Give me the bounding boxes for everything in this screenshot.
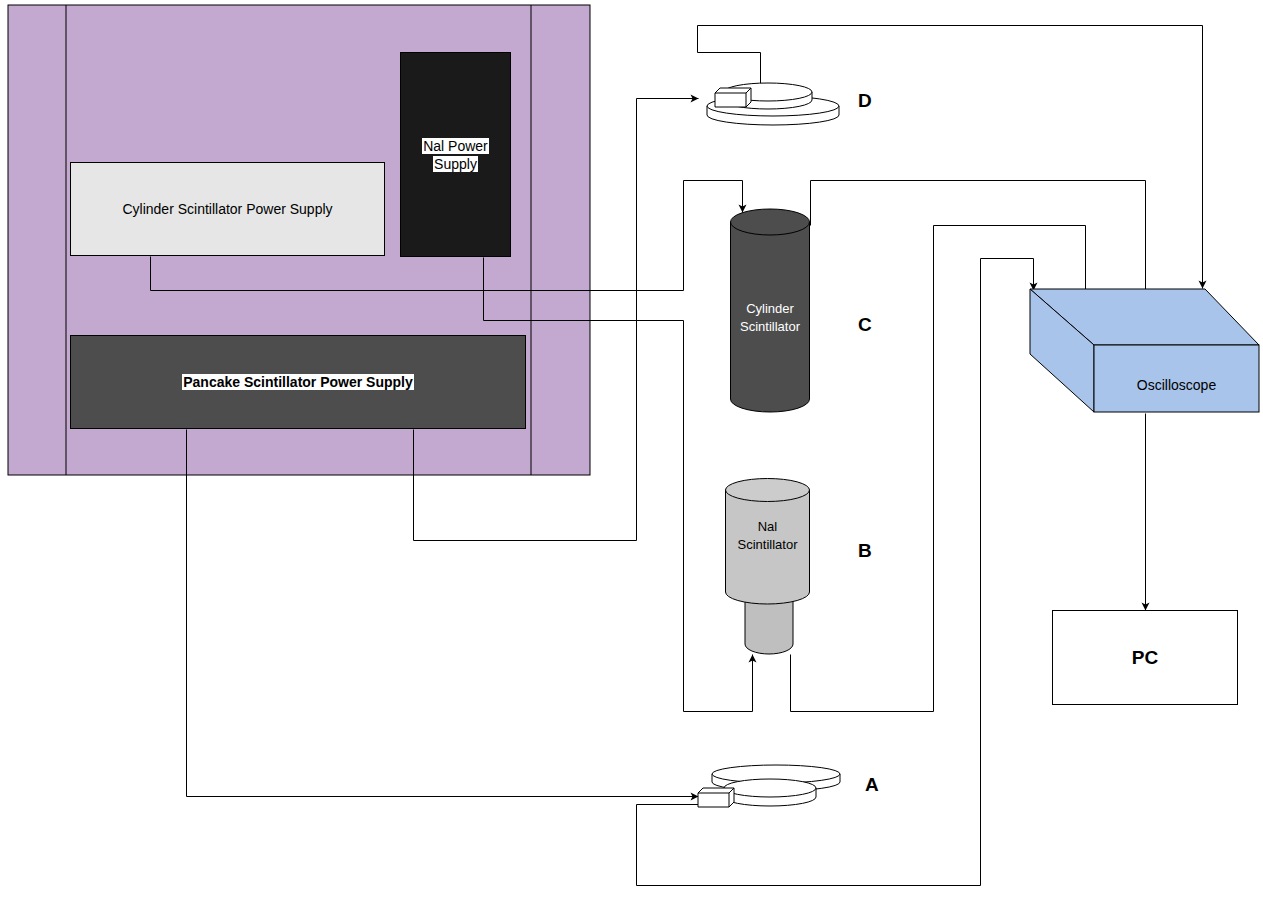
detector-letter: B (858, 540, 872, 562)
pancake-shape (698, 762, 843, 814)
cable-connector (414, 99, 699, 541)
rack-rail (66, 5, 67, 475)
detector-letter: A (865, 774, 879, 796)
cylinder-scintillator: Cylinder ScintillatorC (730, 208, 810, 413)
detector-label: Cylinder Scintillator (730, 300, 810, 336)
power-supply-label: Cylinder Scintillator Power Supply (122, 200, 332, 218)
rack-rail (531, 5, 532, 475)
pancake-scintillator: A (698, 762, 843, 814)
detector-letter: D (858, 90, 872, 112)
oscilloscope-shape (1028, 288, 1260, 413)
power-supply-box: Nal Power Supply (400, 52, 511, 257)
computer-box: PC (1052, 610, 1238, 705)
cable-connector (187, 430, 699, 797)
cable-connector (484, 258, 753, 712)
detector-letter: C (858, 314, 872, 336)
power-supply-box: Pancake Scintillator Power Supply (70, 335, 526, 429)
power-supply-box: Cylinder Scintillator Power Supply (70, 162, 385, 256)
power-supply-label: Nal Power Supply (407, 137, 504, 173)
pancake-scintillator: D (698, 78, 843, 130)
detector-label: Nal Scintillator (728, 518, 807, 554)
nai-scintillator: Nal ScintillatorB (725, 478, 810, 656)
nai-shape (725, 478, 810, 656)
computer-label: PC (1132, 647, 1158, 669)
cable-connector (637, 259, 1034, 886)
pancake-shape (698, 78, 843, 130)
power-supply-label: Pancake Scintillator Power Supply (182, 373, 414, 391)
cable-connector (1145, 414, 1146, 611)
rack-panel (8, 5, 590, 475)
oscilloscope-box: Oscilloscope (1028, 288, 1260, 413)
oscilloscope-label: Oscilloscope (1094, 376, 1259, 394)
